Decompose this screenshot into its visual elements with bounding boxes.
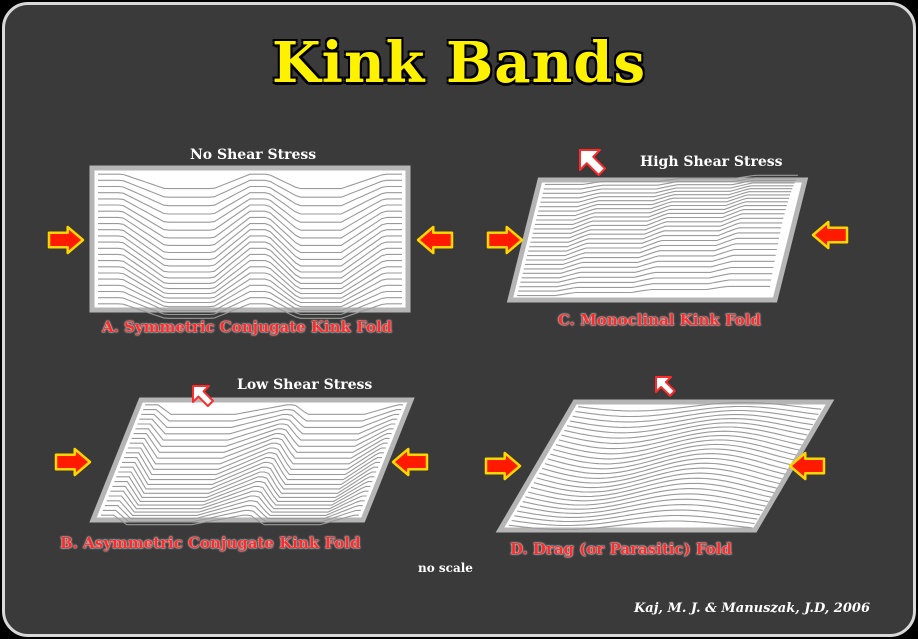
panel-b-left-arrow (54, 447, 92, 477)
panel-a-caption: A. Symmetric Conjugate Kink Fold (102, 318, 393, 336)
panel-c-stress-label: High Shear Stress (640, 154, 783, 170)
panel-d-right-arrow (788, 451, 826, 481)
panel-b-right-arrow (391, 447, 429, 477)
panel-d-caption: D. Drag (or Parasitic) Fold (510, 540, 732, 558)
panel-b-strata (100, 404, 404, 526)
credit-text: Kaj, M. J. & Manuszak, J.D, 2006 (634, 601, 870, 616)
slide-title: Kink Bands (272, 30, 646, 96)
panel-b-shear-arrow (192, 385, 214, 407)
panel-b-caption: B. Asymmetric Conjugate Kink Fold (60, 534, 361, 552)
panel-a-stress-label: No Shear Stress (190, 147, 317, 163)
panel-d-strata (508, 401, 822, 531)
panel-a-diagram (47, 165, 454, 319)
scale-note: no scale (418, 561, 473, 575)
panel-c-caption: C. Monoclinal Kink Fold (558, 311, 761, 329)
panel-a-strata (98, 173, 402, 319)
panel-d-diagram (484, 376, 835, 533)
panel-c-left-arrow (486, 225, 524, 255)
panel-b-stress-label: Low Shear Stress (237, 377, 373, 393)
panel-d-shear-arrow (655, 376, 676, 397)
panel-c-right-arrow (811, 220, 849, 250)
panel-a-right-arrow (416, 225, 454, 255)
panel-a-left-arrow (47, 225, 85, 255)
panel-d-left-arrow (484, 451, 522, 481)
panel-c-strata (517, 174, 798, 297)
panel-a-block (89, 165, 411, 313)
panel-c-shear-arrow (579, 149, 606, 176)
panel-b-diagram (54, 385, 429, 526)
panel-c-diagram (486, 149, 849, 303)
